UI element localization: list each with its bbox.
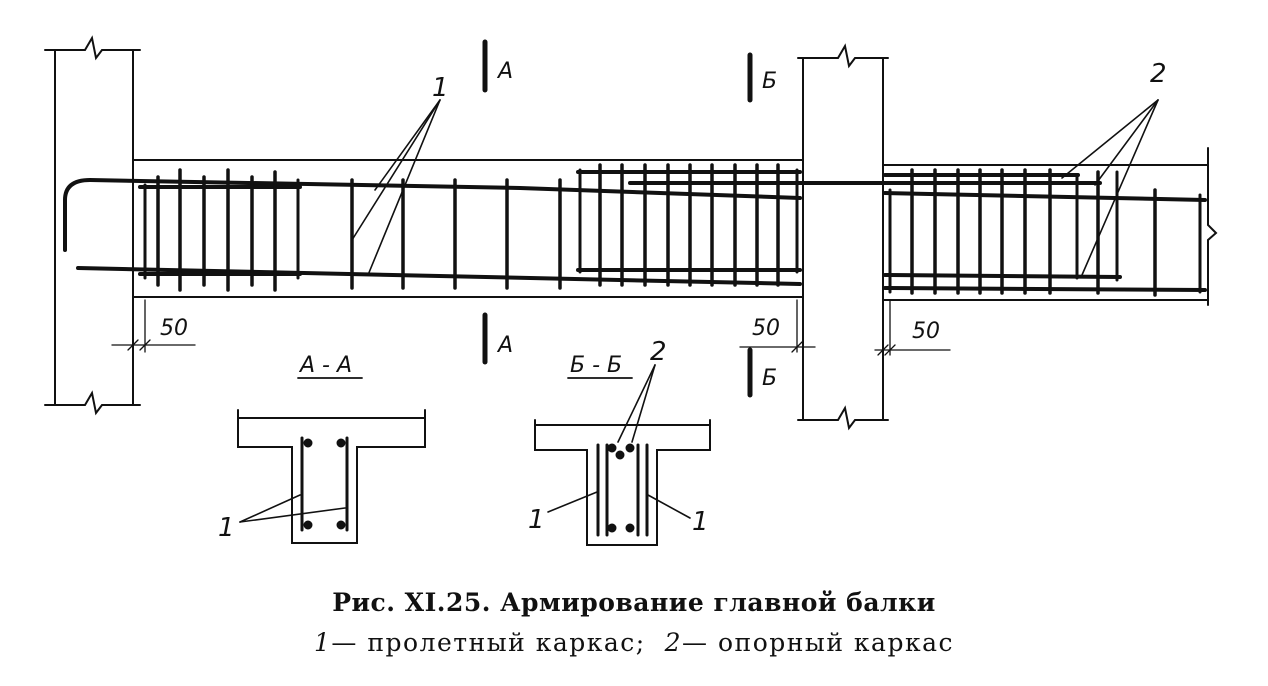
- section-bb-frame-1-right-label: 1: [692, 507, 709, 537]
- drawing-labels: А А Б Б 1 2 50 50 50 А - А Б - Б 2 1 1 1: [160, 59, 1167, 543]
- dim-50-left: 50: [160, 316, 188, 341]
- dim-50-middle: 50: [752, 316, 780, 341]
- cut-a-bottom-label: А: [496, 333, 513, 358]
- section-aa: [237, 377, 426, 544]
- frame-ends: [143, 168, 1202, 294]
- cut-a-top-label: А: [496, 59, 513, 84]
- callout-leaders: [351, 99, 1159, 276]
- cut-b-top-label: Б: [762, 69, 777, 94]
- section-aa-frame-1-label: 1: [218, 513, 235, 543]
- left-column: [44, 35, 141, 416]
- beam-outline: [132, 147, 1218, 306]
- section-bb-frame-2-label: 2: [650, 337, 667, 367]
- legend-item-2-text: — опорный каркас: [682, 628, 954, 657]
- section-aa-title: А - А: [298, 353, 352, 378]
- stirrups: [156, 163, 1157, 297]
- frame-1-callout: 1: [432, 73, 449, 103]
- section-cut-marks: [482, 39, 753, 398]
- legend-item-1-text: — пролетный каркас;: [331, 628, 646, 657]
- frame-2-callout: 2: [1150, 59, 1167, 89]
- figure-caption-title: Рис. XI.25. Армирование главной балки: [332, 588, 936, 617]
- section-bb-frame-1-left-label: 1: [528, 505, 545, 535]
- dimension-lines: [111, 299, 951, 356]
- legend-item-2-number: 2: [664, 628, 683, 657]
- legend-item-1-number: 1: [314, 628, 332, 657]
- section-bb: [534, 364, 711, 546]
- figure-legend: 1— пролетный каркас; 2— опорный каркас: [0, 628, 1268, 657]
- longitudinal-bars: [63, 170, 1207, 292]
- cut-b-bottom-label: Б: [762, 366, 777, 391]
- middle-column: [797, 43, 889, 431]
- dim-50-right: 50: [912, 319, 940, 344]
- section-bb-title: Б - Б: [570, 353, 622, 378]
